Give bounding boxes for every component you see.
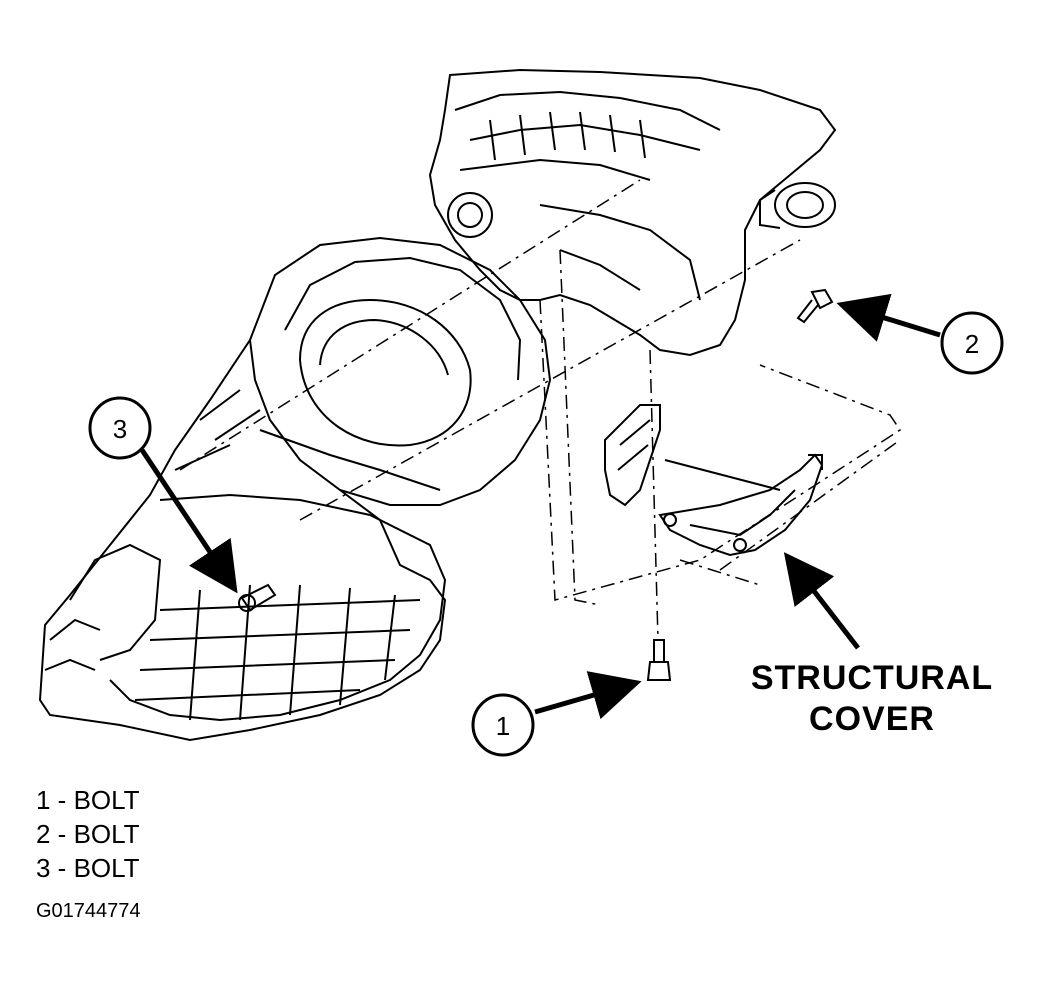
bolt-2-drawing <box>796 288 834 324</box>
figure-id: G01744774 <box>36 900 141 922</box>
transmission-housing-drawing <box>38 236 552 742</box>
leader-arrow-1 <box>534 671 642 720</box>
callout-3: 3 <box>88 396 152 460</box>
callout-1: 1 <box>471 693 535 757</box>
structural-cover-label-line-2: COVER <box>809 700 935 738</box>
leader-arrows <box>139 293 941 720</box>
bolt-1-drawing <box>646 639 672 681</box>
leader-arrow-3 <box>139 448 238 594</box>
leader-arrow-2 <box>836 293 941 342</box>
leader-arrow-structural-cover <box>783 552 860 650</box>
callout-circle <box>940 311 1004 375</box>
callout-circle <box>88 396 152 460</box>
engine-block-drawing <box>428 68 837 357</box>
callout-circle <box>471 693 535 757</box>
callout-number: 3 <box>113 414 127 444</box>
legend: 1 - BOLT 2 - BOLT 3 - BOLT <box>36 783 140 885</box>
structural-cover-drawing <box>604 404 824 557</box>
callout-2: 2 <box>940 311 1004 375</box>
structural-cover-label-line-1: STRUCTURAL <box>751 659 993 697</box>
alignment-phantom-lines <box>179 179 902 641</box>
callout-number: 1 <box>496 711 510 741</box>
legend-item: 3 - BOLT <box>36 853 140 883</box>
legend-item: 1 - BOLT <box>36 785 140 815</box>
legend-item: 2 - BOLT <box>36 819 140 849</box>
callout-number: 2 <box>965 329 979 359</box>
